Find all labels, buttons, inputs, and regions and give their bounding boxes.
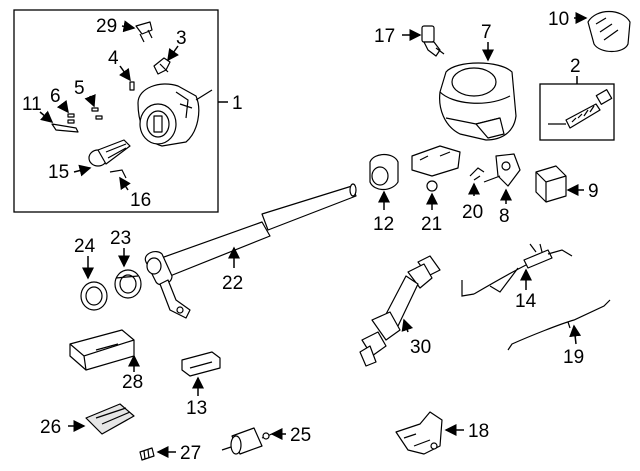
part-4-pin (129, 81, 135, 91)
part-13-bracket (181, 351, 221, 377)
callout-28: 28 (122, 372, 143, 393)
part-28-cover (69, 329, 135, 371)
callout-10: 10 (548, 9, 569, 30)
callout-3: 3 (176, 28, 187, 49)
callout-13: 13 (186, 398, 207, 419)
part-16-clip (109, 169, 127, 179)
callout-6: 6 (50, 86, 61, 107)
callout-4: 4 (108, 48, 119, 69)
leader-5 (84, 94, 96, 108)
callout-12: 12 (373, 214, 394, 235)
callout-15: 15 (48, 162, 69, 183)
leader-3 (167, 45, 179, 62)
callout-11: 11 (22, 94, 42, 115)
part-30-intermediate-shaft (359, 255, 441, 367)
part-26-pad (85, 403, 135, 435)
callout-27: 27 (180, 443, 201, 464)
part-24-ring (80, 281, 108, 311)
part-17-sensor (421, 25, 445, 57)
part-2-bolt-spring (548, 89, 613, 129)
callout-8: 8 (499, 206, 510, 227)
part-1-lock-housing (137, 83, 213, 147)
callout-5: 5 (74, 78, 85, 99)
leader-6 (56, 100, 69, 114)
callout-24: 24 (74, 236, 96, 257)
part-8-actuator (483, 153, 521, 187)
callout-26: 26 (40, 417, 61, 438)
part-22-shaft (144, 183, 357, 319)
leader-4 (119, 65, 131, 82)
part-3-clip (153, 57, 171, 75)
callout-30: 30 (410, 337, 431, 358)
part-27-bolt (139, 447, 155, 461)
part-20-clip (469, 167, 485, 181)
part-10-cap (587, 10, 631, 53)
callout-14: 14 (515, 291, 537, 312)
part-6-pins (67, 113, 75, 124)
callout-22: 22 (222, 273, 243, 294)
part-15-cylinder (88, 139, 131, 167)
part-21-switch (411, 145, 461, 192)
callout-23: 23 (110, 228, 131, 249)
part-12-bearing (369, 153, 399, 191)
leader-19 (569, 324, 582, 345)
part-14-cable (461, 243, 573, 297)
part-18-switch (395, 411, 443, 455)
part-11-lever (51, 123, 79, 133)
callout-2: 2 (570, 56, 581, 77)
leader-29 (121, 20, 136, 33)
part-23-bearing (114, 269, 142, 299)
inset-box (13, 9, 219, 213)
part-25-cylinder (221, 427, 273, 455)
callout-7: 7 (481, 22, 492, 43)
callout-20: 20 (462, 202, 483, 223)
part-7-housing (439, 62, 517, 141)
callout-21: 21 (421, 214, 442, 235)
callout-18: 18 (468, 421, 489, 442)
callout-19: 19 (563, 347, 584, 368)
part-5-pins (91, 107, 103, 120)
part-9-block (535, 165, 567, 203)
callout-17: 17 (374, 26, 395, 47)
callout-25: 25 (290, 425, 311, 446)
callout-29: 29 (96, 16, 117, 37)
leader-15 (73, 164, 92, 177)
callout-1: 1 (232, 93, 243, 114)
callout-16: 16 (130, 190, 151, 211)
leader-11 (39, 110, 54, 123)
part-29-clip (135, 21, 153, 43)
callout-9: 9 (588, 181, 599, 202)
leader-16 (119, 176, 131, 191)
leader-30 (401, 318, 414, 333)
